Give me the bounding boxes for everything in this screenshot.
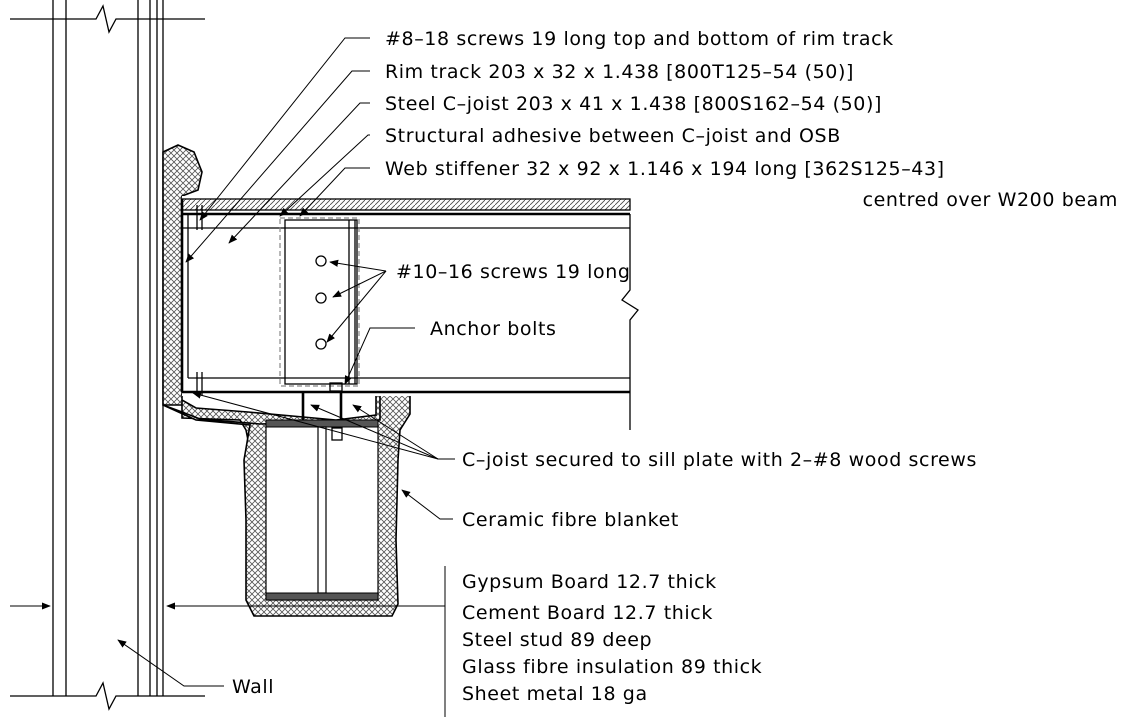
osb-subfloor [181,198,631,211]
label-adhesive: Structural adhesive between C–joist and … [385,125,841,147]
wall-layer-1: Gypsum Board 12.7 thick [462,571,717,593]
wall-layer-4: Glass fibre insulation 89 thick [462,656,762,678]
label-screws-rim-track: #8–18 screws 19 long top and bottom of r… [385,28,894,50]
label-wall: Wall [232,676,274,698]
label-c-joist: Steel C–joist 203 x 41 x 1.438 [800S162–… [385,93,882,115]
label-rim-track: Rim track 203 x 32 x 1.438 [800T125–54 (… [385,61,854,83]
label-anchor-bolts: Anchor bolts [430,318,557,340]
rim-track [180,199,639,430]
label-screws-10-16: #10–16 screws 19 long [396,261,631,283]
wall-layer-3: Steel stud 89 deep [462,629,652,651]
wall-layer-2: Cement Board 12.7 thick [462,602,713,624]
label-c-joist-secured: C–joist secured to sill plate with 2–#8 … [462,449,977,471]
label-web-stiffener: Web stiffener 32 x 92 x 1.146 x 194 long… [385,158,945,180]
web-stiffener [279,217,360,387]
annotation-labels: #8–18 screws 19 long top and bottom of r… [232,28,1118,705]
leader-lines [10,37,455,717]
wall-layer-5: Sheet metal 18 ga [462,683,648,705]
label-web-stiffener-cont: centred over W200 beam [863,189,1118,211]
w200-beam [265,419,379,601]
label-ceramic-blanket: Ceramic fibre blanket [462,509,679,531]
anchor-bolts [301,382,343,441]
